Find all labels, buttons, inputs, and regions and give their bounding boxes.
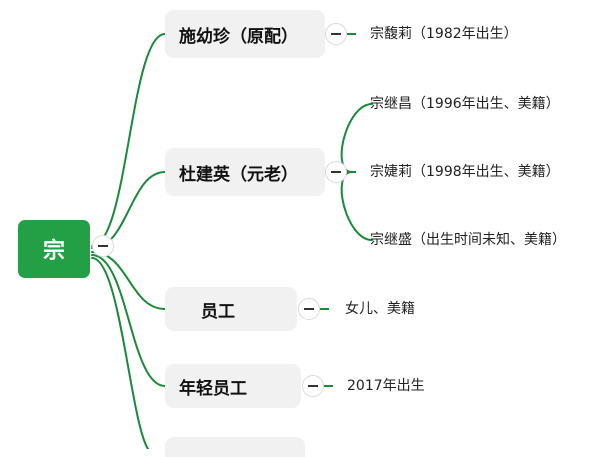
- edge-root-branch-4: [91, 257, 149, 449]
- minus-icon: [331, 33, 341, 35]
- branch-label: 员工: [201, 301, 235, 322]
- minus-icon: [304, 308, 314, 310]
- leaf-node[interactable]: 宗继昌（1996年出生、美籍）: [370, 96, 560, 112]
- edge-branch-3-child-0: [324, 385, 333, 387]
- edge-branch-0-child-0: [347, 33, 356, 35]
- leaf-node[interactable]: 宗馥莉（1982年出生）: [370, 26, 518, 42]
- branch-label: 年轻员工: [179, 378, 247, 399]
- minus-icon: [308, 385, 318, 387]
- edge-root-branch-3: [91, 254, 166, 387]
- edge-branch-1-child-1: [347, 171, 356, 173]
- branch-node-3[interactable]: 年轻员工: [165, 364, 301, 408]
- leaf-node[interactable]: 宗继盛（出生时间未知、美籍）: [370, 232, 566, 248]
- branch-node-partial[interactable]: [165, 437, 305, 457]
- edge-branch-1-child-0: [340, 103, 373, 173]
- edge-branch-2-child-0: [320, 308, 329, 310]
- edge-branch-1-child-2: [340, 171, 373, 241]
- branch-node-2[interactable]: 员工: [165, 287, 297, 331]
- minus-icon: [98, 245, 108, 247]
- edge-root-branch-0: [91, 33, 166, 247]
- branch-node-1[interactable]: 杜建英（元老）: [165, 148, 325, 196]
- root-label: 宗: [42, 239, 65, 264]
- branch-node-0[interactable]: 施幼珍（原配）: [165, 10, 325, 58]
- branch-label: 杜建英（元老）: [179, 164, 298, 185]
- leaf-node[interactable]: 2017年出生: [347, 378, 425, 394]
- leaf-node[interactable]: 女儿、美籍: [345, 301, 415, 317]
- leaf-node[interactable]: 宗婕莉（1998年出生、美籍）: [370, 164, 560, 180]
- minus-icon: [331, 171, 341, 173]
- collapse-branch-0-button[interactable]: [325, 23, 347, 45]
- collapse-branch-3-button[interactable]: [302, 375, 324, 397]
- collapse-branch-2-button[interactable]: [298, 298, 320, 320]
- root-node[interactable]: 宗: [18, 220, 90, 278]
- collapse-root-button[interactable]: [92, 235, 114, 257]
- branch-label: 施幼珍（原配）: [179, 26, 298, 47]
- collapse-branch-1-button[interactable]: [325, 161, 347, 183]
